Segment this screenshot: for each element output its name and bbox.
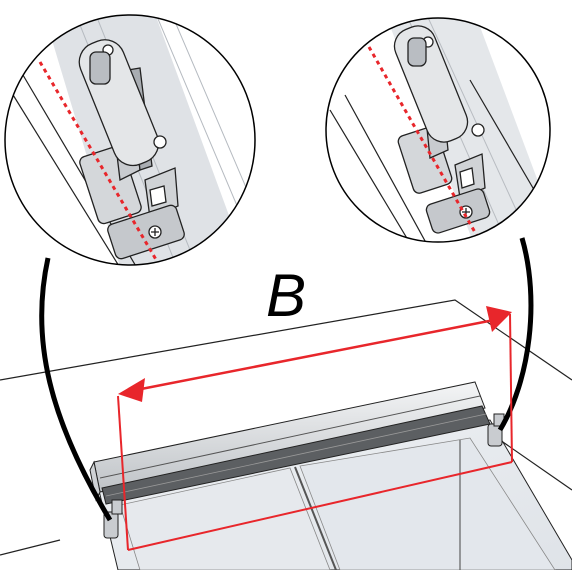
window-frame — [95, 419, 572, 570]
blind-cassette — [89, 381, 491, 505]
arrowhead-left — [118, 378, 145, 402]
bracket-right-small — [487, 413, 505, 447]
dimension-label-b: B — [266, 262, 307, 329]
bracket-detail-right — [325, 17, 551, 243]
measurement-b — [117, 313, 513, 551]
callout-arc-left — [39, 257, 113, 522]
callout-arc-right — [497, 237, 534, 432]
bracket-detail-left — [4, 14, 256, 266]
arrowhead-right — [486, 306, 512, 332]
